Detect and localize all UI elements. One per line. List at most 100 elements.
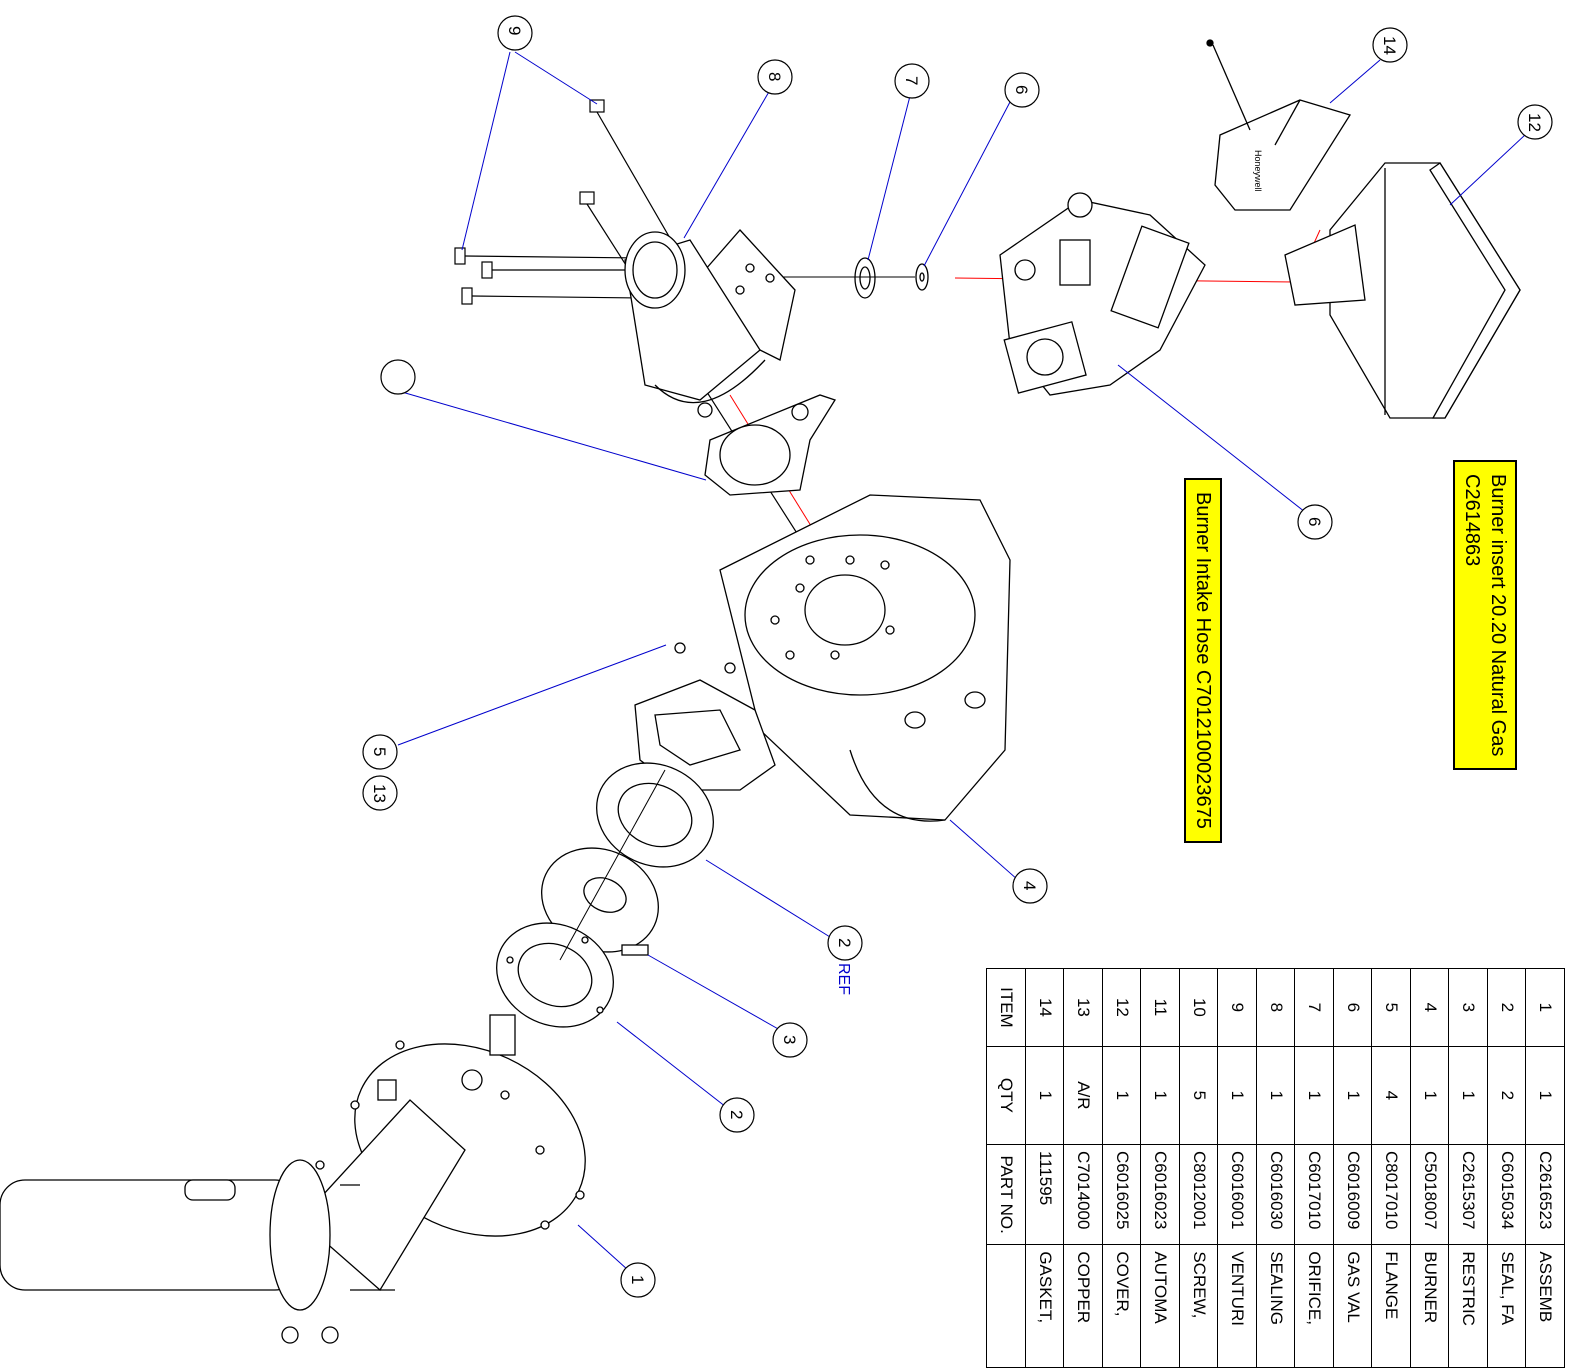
bom-qty-cell: 1 — [1295, 1046, 1334, 1145]
intake-hose-title: Burner Intake Hose C7012100023675 — [1192, 492, 1214, 829]
callout-7: 6 — [1012, 85, 1031, 94]
ref-label: REF — [835, 963, 852, 995]
bom-item-cell: 14 — [1025, 968, 1064, 1047]
bom-item-cell: 9 — [1218, 968, 1257, 1047]
bom-item-cell: 8 — [1256, 968, 1295, 1047]
bom-qty-cell: 1 — [1333, 1046, 1372, 1145]
bom-part-cell: 111595 — [1025, 1144, 1064, 1245]
bom-part-cell: C6016001 — [1218, 1144, 1257, 1245]
callout-11: 12 — [1525, 113, 1544, 132]
part-sealing-ring — [854, 257, 876, 299]
bom-desc-cell: ASSEMB — [1526, 1244, 1565, 1368]
callout-8: 7 — [902, 76, 921, 85]
valve-brand-label: Honeywell — [1253, 150, 1263, 192]
bom-part-cell: C6016009 — [1333, 1144, 1372, 1245]
bom-desc-cell: RESTRIC — [1449, 1244, 1488, 1368]
callout-13: 13 — [370, 784, 389, 803]
bom-part-cell: C6016023 — [1141, 1144, 1180, 1245]
callout-5: 5 — [370, 747, 389, 756]
intake-hose-banner: Burner Intake Hose C7012100023675 — [1184, 478, 1222, 843]
bom-desc-cell: COPPER — [1064, 1244, 1103, 1368]
part-restrictor — [541, 847, 659, 956]
callout-leaders — [394, 51, 1526, 1271]
bom-qty-cell: 5 — [1179, 1046, 1218, 1145]
callout-3: 3 — [780, 1035, 799, 1044]
bom-item-cell: 10 — [1179, 968, 1218, 1047]
bom-header-desc — [987, 1244, 1026, 1368]
burner-insert-part-no: C2614863 — [1461, 474, 1483, 567]
callout-10: 9 — [505, 26, 524, 35]
bom-item-cell: 4 — [1410, 968, 1449, 1047]
part-gasket — [704, 394, 836, 496]
burner-insert-banner: Burner insert 20.20 Natural Gas C2614863 — [1453, 460, 1517, 771]
bom-qty-cell: A/R — [1064, 1046, 1103, 1145]
bom-desc-cell: VENTURI — [1218, 1244, 1257, 1368]
bom-part-cell: C7014000 — [1064, 1144, 1103, 1245]
burner-insert-title: Burner insert 20.20 Natural Gas — [1487, 474, 1509, 757]
bom-desc-cell: GAS VAL — [1333, 1244, 1372, 1368]
bom-desc-cell: AUTOMA — [1141, 1244, 1180, 1368]
bom-qty-cell: 1 — [1102, 1046, 1141, 1145]
bom-header-part: PART NO. — [987, 1144, 1026, 1245]
bom-item-cell: 7 — [1295, 968, 1334, 1047]
part-orifice — [915, 263, 929, 291]
callout-9: 8 — [765, 72, 784, 81]
callout-2: 2 — [727, 1110, 746, 1119]
callout-balloons — [362, 15, 1553, 1298]
bom-part-cell: C2615307 — [1449, 1144, 1488, 1245]
part-seal-lower — [496, 922, 614, 1028]
bom-item-cell: 1 — [1526, 968, 1565, 1047]
callout-1: 1 — [628, 1275, 647, 1284]
bom-item-cell: 6 — [1333, 968, 1372, 1047]
bom-item-cell: 2 — [1487, 968, 1526, 1047]
part-automatic-controller — [1284, 162, 1521, 419]
bom-part-cell: C8017010 — [1372, 1144, 1411, 1245]
bom-qty-cell: 1 — [1025, 1046, 1064, 1145]
callout-12: 14 — [1380, 36, 1399, 55]
bom-desc-cell: GASKET, — [1025, 1244, 1064, 1368]
bom-desc-cell: ORIFICE, — [1295, 1244, 1334, 1368]
bom-desc-cell: COVER, — [1102, 1244, 1141, 1368]
bom-header-qty: QTY — [987, 1046, 1026, 1145]
bom-part-cell: C8012001 — [1179, 1144, 1218, 1245]
callout-4: 4 — [1020, 881, 1039, 890]
bom-desc-cell: BURNER — [1410, 1244, 1449, 1368]
part-cover: Honeywell — [1206, 39, 1352, 211]
bom-part-cell: C2616523 — [1526, 1144, 1565, 1245]
bom-part-cell: C6017010 — [1295, 1144, 1334, 1245]
bom-item-cell: 13 — [1064, 968, 1103, 1047]
bom-desc-cell: SEALING — [1256, 1244, 1295, 1368]
bom-part-cell: C5018007 — [1410, 1144, 1449, 1245]
part-burner-insert-assembly — [0, 1014, 586, 1344]
bom-desc-cell: SEAL, FA — [1487, 1244, 1526, 1368]
bom-part-cell: C6016030 — [1256, 1144, 1295, 1245]
bom-qty-cell: 1 — [1256, 1046, 1295, 1145]
part-burner-fan — [719, 494, 1011, 822]
bom-qty-cell: 1 — [1526, 1046, 1565, 1145]
bom-item-cell: 5 — [1372, 968, 1411, 1047]
callout-numbers: 9 8 7 6 14 12 6 5 13 4 2 REF 3 2 1 — [370, 26, 1544, 1284]
bom-qty-cell: 1 — [1141, 1046, 1180, 1145]
bom-desc-cell: SCREW, — [1179, 1244, 1218, 1368]
callout-2-ref: 2 — [835, 938, 854, 947]
bom-desc-cell: FLANGE — [1372, 1244, 1411, 1368]
part-venturi — [624, 229, 796, 418]
bom-item-cell: 12 — [1102, 968, 1141, 1047]
bom-part-cell: C6015034 — [1487, 1144, 1526, 1245]
